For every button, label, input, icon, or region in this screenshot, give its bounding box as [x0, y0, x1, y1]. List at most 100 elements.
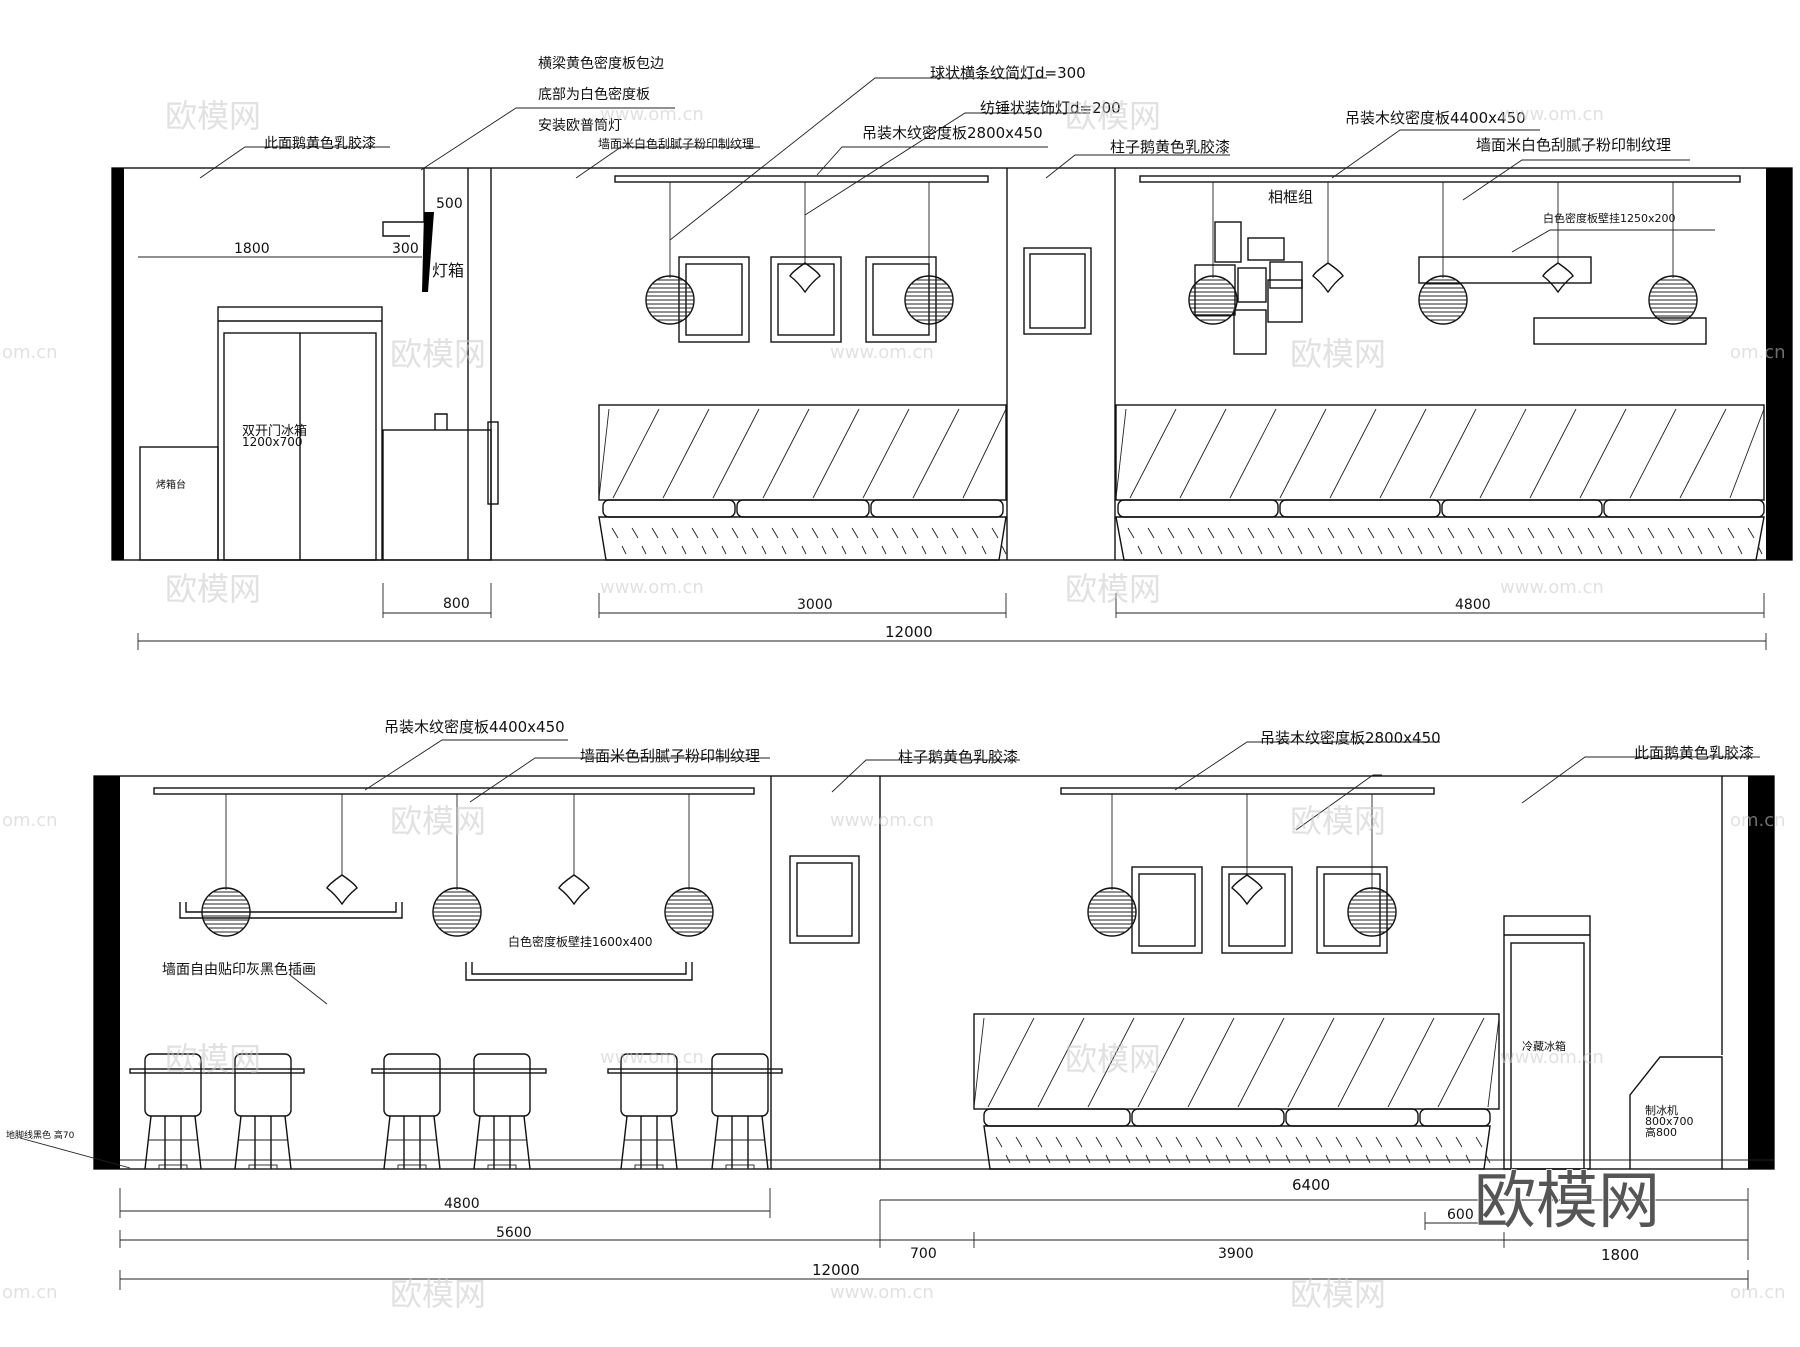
dim-12000: 12000: [885, 623, 933, 641]
spindle-lamp-icon: [1312, 262, 1344, 294]
label-hanging-board-right: 吊装木纹密度板4400x450: [1345, 109, 1526, 127]
column-frame: [1023, 247, 1092, 335]
bench-top-right: [1115, 404, 1765, 561]
bar-tables-and-chairs: [129, 1053, 783, 1170]
watermark-brand: 欧模网: [1065, 570, 1161, 608]
label-bottom-board: 底部为白色密度板: [538, 86, 650, 103]
watermark-site: om.cn: [1730, 342, 1786, 363]
watermark-site: www.om.cn: [600, 577, 704, 598]
bar-stool: [473, 1053, 531, 1170]
label-fridge: 双开门冰箱: [242, 423, 307, 439]
label-wall-texture: 墙面米色刮腻子粉印制纹理: [580, 747, 760, 765]
top-left-end-wall: [112, 168, 124, 560]
watermark-brand: 欧模网: [1065, 97, 1161, 135]
ball-lamp-icon: [201, 887, 251, 937]
bench-base-pattern: [611, 527, 1007, 555]
dim-5600: 5600: [496, 1225, 532, 1241]
label-spindle-lamp: 纺锤状装饰灯d=200: [980, 99, 1121, 117]
oven-table: [139, 446, 219, 561]
watermark-brand: 欧模网: [390, 802, 486, 840]
ball-lamps-top: [645, 275, 1698, 325]
label-freezer: 冷藏冰箱: [1522, 1039, 1566, 1053]
dim-3000: 3000: [797, 597, 833, 613]
top-dimension-lines: [137, 256, 1767, 650]
ball-lamp-icon: [664, 887, 714, 937]
bench-top-left: [598, 404, 1007, 561]
bar-stool: [234, 1053, 292, 1170]
watermark-site: www.om.cn: [830, 342, 934, 363]
label-column-paint: 柱子鹅黄色乳胶漆: [898, 748, 1018, 766]
watermark-logo: 欧模网: [1474, 1164, 1660, 1237]
ball-lamp-icon: [432, 887, 482, 937]
label-wall-paint-right: 此面鹅黄色乳胶漆: [1634, 744, 1754, 762]
label-shelf: 白色密度板壁挂1250x200: [1543, 211, 1676, 225]
bottom-left-end-wall: [94, 776, 120, 1169]
label-wall-texture-right: 墙面米白色刮腻子粉印制纹理: [1476, 136, 1671, 154]
ball-lamp-icon: [1087, 887, 1137, 937]
wall-shelf: [1533, 317, 1707, 345]
bottom-right-end-wall: [1748, 776, 1774, 1169]
dim-300: 300: [392, 241, 419, 257]
top-elevation: [111, 77, 1793, 650]
dim-600: 600: [1447, 1207, 1474, 1223]
watermark-site: www.om.cn: [1500, 577, 1604, 598]
ball-lamp-icon: [1418, 275, 1468, 325]
watermark-brand: 欧模网: [165, 97, 261, 135]
ice-machine: [1629, 1056, 1723, 1169]
bottom-labels: 吊装木纹密度板4400x450 墙面米色刮腻子粉印制纹理 柱子鹅黄色乳胶漆 吊装…: [6, 718, 1754, 1279]
dim-1800: 1800: [1601, 1246, 1639, 1264]
wall-shelf: [179, 902, 403, 919]
bottom-elevation: [19, 739, 1775, 1290]
label-downlight: 安装欧普筒灯: [538, 117, 622, 134]
watermark-site: www.om.cn: [830, 1282, 934, 1303]
watermark-site: www.om.cn: [1500, 104, 1604, 125]
dim-3900: 3900: [1218, 1246, 1254, 1262]
sink-counter: [382, 429, 492, 561]
label-wall-texture: 墙面米白色刮腻子粉印制纹理: [598, 136, 754, 151]
top-wall-outline: [111, 167, 1793, 561]
label-wall-art: 墙面自由贴印灰黑色插画: [162, 961, 316, 978]
lightbox-icon: [422, 212, 434, 292]
watermark-brand: 欧模网: [1290, 335, 1386, 373]
label-hanging-board: 吊装木纹密度板4400x450: [384, 718, 565, 736]
frame-group: [1194, 221, 1303, 355]
label-ball-lamp: 球状横条纹简灯d=300: [930, 64, 1086, 82]
top-right-end-wall: [1766, 168, 1792, 560]
watermark-site: om.cn: [2, 810, 58, 831]
watermark-brand: 欧模网: [165, 1040, 261, 1078]
spindle-lamp-icon: [558, 874, 590, 906]
top-leader-lines: [199, 77, 1715, 253]
hanging-board-4400: [1139, 175, 1741, 183]
ball-lamp-icon: [1347, 887, 1397, 937]
dim-800: 800: [443, 596, 470, 612]
picture-frames-bottom-right: [1131, 866, 1388, 954]
watermark-site: www.om.cn: [600, 104, 704, 125]
dim-12000: 12000: [812, 1261, 860, 1279]
hanging-board-2800: [1060, 787, 1435, 795]
spindle-lamp-icon: [1542, 262, 1574, 294]
dim-1800: 1800: [234, 241, 270, 257]
watermark-brand: 欧模网: [1290, 1275, 1386, 1313]
ball-lamp-icon: [1188, 275, 1238, 325]
bench-bottom: [973, 1013, 1500, 1170]
column-frame: [789, 855, 860, 944]
bar-stool: [620, 1053, 678, 1170]
dim-6400: 6400: [1292, 1176, 1330, 1194]
ball-lamp-icon: [1648, 275, 1698, 325]
watermark-brand: 欧模网: [390, 1275, 486, 1313]
label-beam-edge: 横梁黄色密度板包边: [538, 55, 664, 72]
watermark-site: om.cn: [1730, 810, 1786, 831]
hanging-board-2800: [614, 175, 989, 183]
label-oven-table: 烤箱台: [156, 478, 186, 491]
dim-4800: 4800: [444, 1196, 480, 1212]
ball-lamps-bottom: [201, 887, 1397, 937]
top-labels: 横梁黄色密度板包边 底部为白色密度板 安装欧普筒灯 此面鹅黄色乳胶漆 墙面米白色…: [156, 55, 1676, 641]
bench-base-pattern: [995, 1136, 1491, 1164]
bench-base-pattern: [1127, 527, 1763, 555]
dim-4800: 4800: [1455, 597, 1491, 613]
bar-stool: [144, 1053, 202, 1170]
ball-lamp-icon: [645, 275, 695, 325]
watermark-site: www.om.cn: [600, 1047, 704, 1068]
